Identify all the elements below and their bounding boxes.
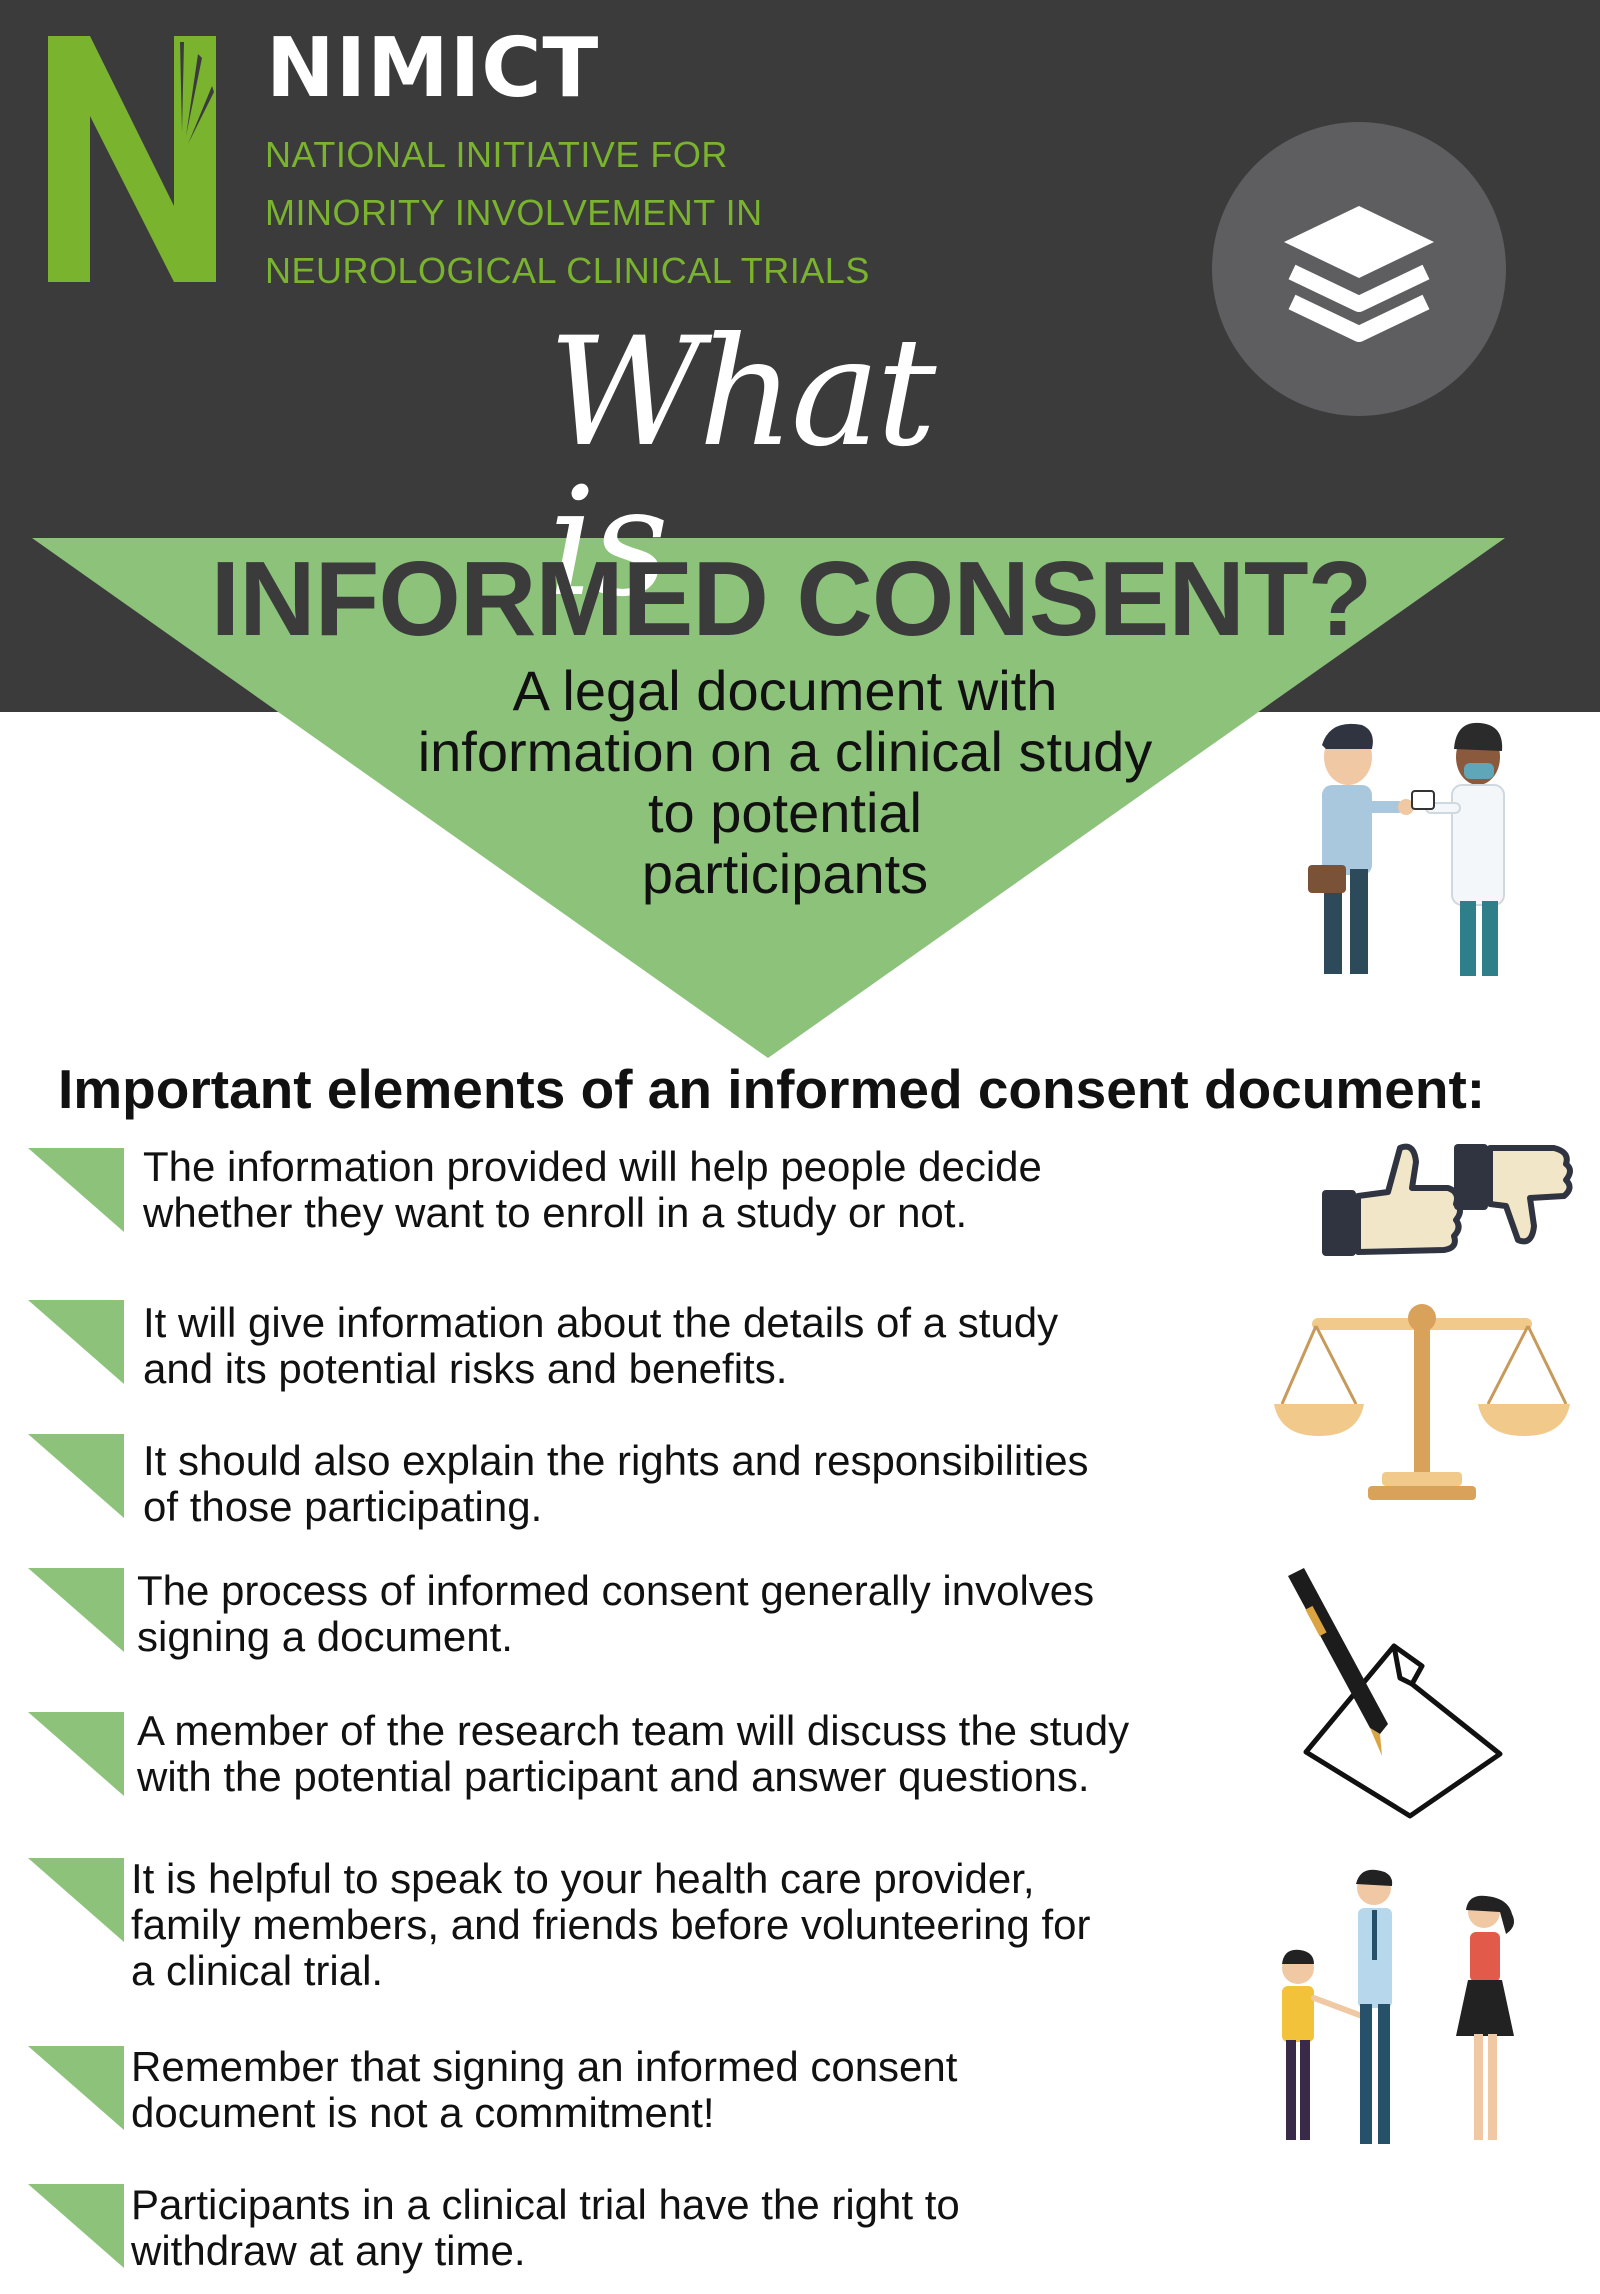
brand-name: NIMICT xyxy=(266,21,600,116)
section-heading: Important elements of an informed consen… xyxy=(58,1058,1486,1120)
family-illustration xyxy=(1282,1869,1514,2144)
list-item-line: The process of informed consent generall… xyxy=(137,1567,1095,1614)
thumbs-up-down-icon xyxy=(1322,1143,1573,1256)
balance-scale-icon xyxy=(1274,1304,1570,1500)
list-item-line: It should also explain the rights and re… xyxy=(143,1437,1089,1484)
layers-icon xyxy=(1284,206,1434,342)
nimict-logo-icon xyxy=(48,36,216,282)
brand-subtitle: NATIONAL INITIATIVE FOR MINORITY INVOLVE… xyxy=(265,126,885,300)
brand-line: NEUROLOGICAL CLINICAL TRIALS xyxy=(265,250,870,291)
list-item-line: and its potential risks and benefits. xyxy=(143,1345,788,1392)
definition-line: to potential xyxy=(648,781,922,844)
definition-text: A legal document with information on a c… xyxy=(370,660,1200,904)
green-triangle-bullet-icon xyxy=(28,1434,124,1518)
list-item-line: whether they want to enroll in a study o… xyxy=(143,1189,968,1236)
pen-signing-icon xyxy=(1288,1568,1503,1819)
what-is-heading: What is xyxy=(548,306,937,630)
page-title: INFORMED CONSENT? xyxy=(210,540,1373,658)
definition-line: participants xyxy=(641,842,929,905)
layers-badge xyxy=(1212,122,1506,416)
doctor-patient-illustration xyxy=(1308,722,1505,976)
list-item-line: Participants in a clinical trial have th… xyxy=(131,2181,960,2228)
brand-line: MINORITY INVOLVEMENT IN xyxy=(265,192,763,233)
brand-line: NATIONAL INITIATIVE FOR xyxy=(265,134,728,175)
green-triangle-bullet-icon xyxy=(28,1148,124,1232)
list-item-line: family members, and friends before volun… xyxy=(131,1901,1091,1948)
list-item-line: The information provided will help peopl… xyxy=(143,1143,1042,1190)
green-triangle-bullet-icon xyxy=(28,1858,124,1942)
green-triangle-bullet-icon xyxy=(28,1568,124,1652)
list-item-line: document is not a commitment! xyxy=(131,2089,715,2136)
list-item-line: Remember that signing an informed consen… xyxy=(131,2043,958,2090)
list-item-line: withdraw at any time. xyxy=(131,2227,526,2274)
definition-line: A legal document with xyxy=(512,659,1058,722)
list-item-line: A member of the research team will discu… xyxy=(137,1707,1130,1754)
green-triangle-bullet-icon xyxy=(28,1712,124,1796)
list-item-line: signing a document. xyxy=(137,1613,513,1660)
list-item-line: of those participating. xyxy=(143,1483,543,1530)
list-item-line: with the potential participant and answe… xyxy=(137,1753,1090,1800)
list-item-line: It will give information about the detai… xyxy=(143,1299,1059,1346)
headline-triangle xyxy=(32,538,1505,1058)
definition-line: information on a clinical study xyxy=(417,720,1153,783)
green-triangle-bullet-icon xyxy=(28,2046,124,2130)
list-item-line: a clinical trial. xyxy=(131,1947,384,1994)
green-triangle-bullet-icon xyxy=(28,2184,124,2268)
green-triangle-bullet-icon xyxy=(28,1300,124,1384)
list-item-line: It is helpful to speak to your health ca… xyxy=(131,1855,1035,1902)
